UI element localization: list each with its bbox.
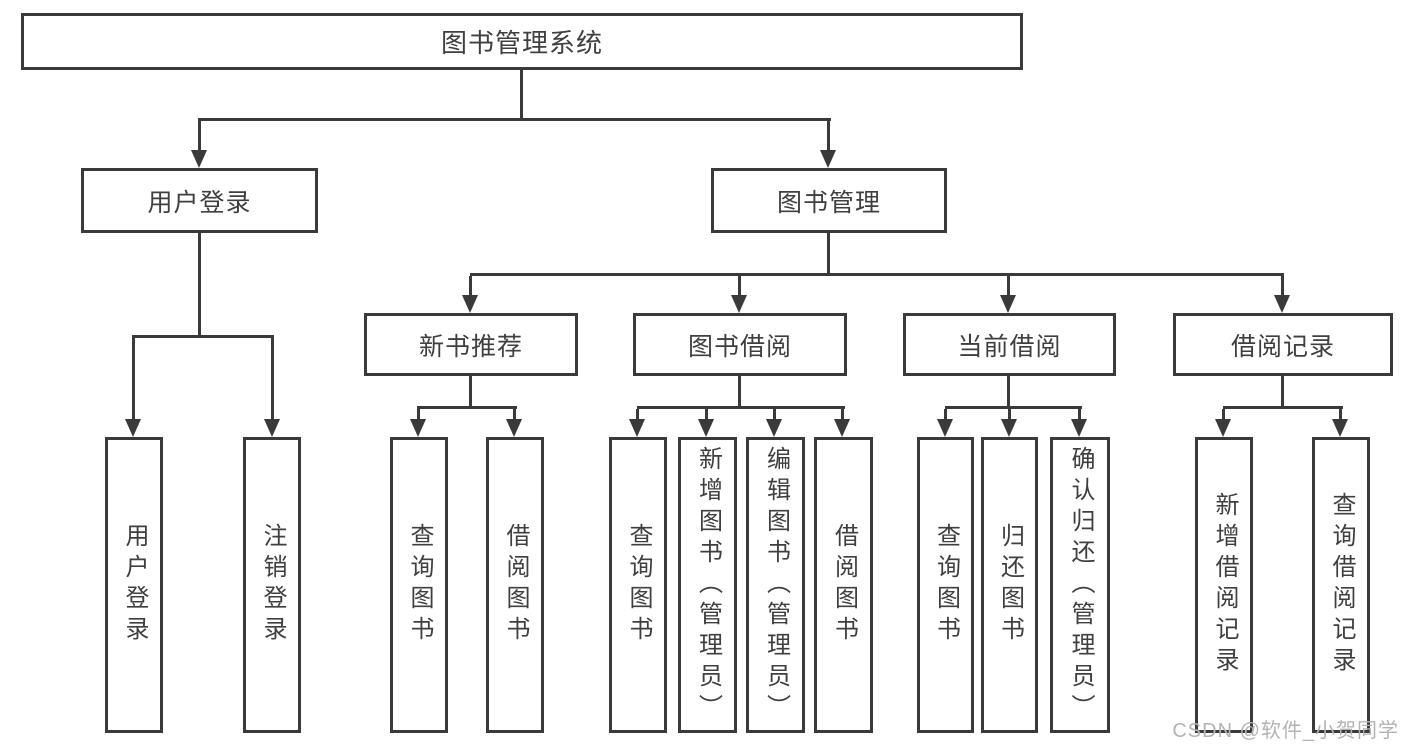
leaf-label: 注销登录 — [259, 523, 286, 647]
leaf-return-books: 归还图书 — [981, 437, 1038, 733]
leaf-label: 查询图书 — [932, 523, 960, 647]
arrowhead-down — [1274, 295, 1290, 313]
arrowhead-down — [1215, 419, 1231, 437]
leaf-label: 查询借阅记录 — [1328, 492, 1355, 678]
arrowhead-down — [1000, 295, 1016, 313]
connector-segment — [637, 406, 845, 409]
connector-segment — [738, 376, 741, 409]
connector-segment — [198, 233, 201, 338]
leaf-label: 新增借阅记录 — [1211, 492, 1238, 678]
connector-segment — [1339, 409, 1342, 421]
arrowhead-down — [820, 150, 836, 168]
node-new-book-recommend: 新书推荐 — [364, 313, 578, 376]
leaf-label: 新增图书（管理员） — [694, 445, 722, 725]
node-user-login-label: 用户登录 — [147, 188, 252, 217]
arrowhead-down — [937, 419, 953, 437]
leaf-user-login: 用户登录 — [105, 437, 163, 733]
arrowhead-down — [834, 419, 850, 437]
leaf-label: 编辑图书（管理员） — [762, 445, 790, 725]
connector-segment — [417, 406, 517, 409]
leaf-borrow-books-recommend: 借阅图书 — [486, 437, 544, 733]
connector-segment — [827, 121, 830, 154]
connector-segment — [1222, 409, 1225, 421]
connector-segment — [198, 118, 831, 121]
connector-segment — [132, 335, 274, 338]
leaf-query-books-current: 查询图书 — [917, 437, 974, 733]
arrowhead-down — [506, 419, 522, 437]
node-book-borrow: 图书借阅 — [633, 313, 847, 376]
connector-segment — [827, 233, 830, 276]
connector-segment — [1223, 406, 1343, 409]
node-book-borrow-label: 图书借阅 — [687, 332, 792, 361]
arrowhead-down — [410, 419, 426, 437]
leaf-borrow-books: 借阅图书 — [814, 437, 873, 733]
connector-segment — [945, 406, 1082, 409]
arrowhead-down — [191, 150, 207, 168]
node-user-login: 用户登录 — [81, 168, 318, 233]
leaf-label: 借阅图书 — [502, 523, 529, 647]
connector-segment — [469, 376, 472, 409]
leaf-query-books-recommend: 查询图书 — [390, 437, 448, 733]
connector-segment — [470, 273, 1284, 276]
node-root-label: 图书管理系统 — [440, 28, 603, 58]
node-borrow-record-label: 借阅记录 — [1230, 332, 1335, 361]
connector-segment — [944, 409, 947, 421]
connector-segment — [1078, 409, 1081, 421]
node-current-borrow: 当前借阅 — [903, 313, 1116, 376]
connector-segment — [198, 121, 201, 154]
arrowhead-down — [629, 419, 645, 437]
arrowhead-down — [125, 419, 141, 437]
arrowhead-down — [1001, 419, 1017, 437]
connector-segment — [469, 276, 472, 298]
connector-segment — [841, 409, 844, 421]
leaf-add-borrow-record: 新增借阅记录 — [1195, 437, 1253, 733]
connector-segment — [1007, 376, 1010, 409]
connector-segment — [738, 276, 741, 298]
leaf-edit-books-admin: 编辑图书（管理员） — [746, 437, 805, 733]
node-root-system: 图书管理系统 — [21, 13, 1023, 70]
csdn-watermark: CSDN @软件_小贺同学 — [1172, 720, 1399, 742]
connector-segment — [1281, 276, 1284, 298]
node-current-borrow-label: 当前借阅 — [957, 332, 1062, 361]
leaf-query-books-borrow: 查询图书 — [609, 437, 667, 733]
connector-segment — [417, 409, 420, 421]
connector-segment — [636, 409, 639, 421]
arrowhead-down — [1071, 419, 1087, 437]
leaf-label: 查询图书 — [406, 523, 433, 647]
connector-segment — [773, 409, 776, 421]
leaf-label: 用户登录 — [121, 523, 148, 647]
connector-segment — [271, 338, 274, 421]
node-book-management: 图书管理 — [711, 168, 947, 233]
arrowhead-down — [731, 295, 747, 313]
arrowhead-down — [766, 419, 782, 437]
connector-segment — [132, 338, 135, 421]
node-book-management-label: 图书管理 — [776, 188, 881, 217]
arrowhead-down — [698, 419, 714, 437]
leaf-add-books-admin: 新增图书（管理员） — [678, 437, 737, 733]
node-borrow-record: 借阅记录 — [1173, 313, 1393, 376]
leaf-label: 归还图书 — [996, 523, 1024, 647]
connector-segment — [1281, 376, 1284, 409]
connector-segment — [513, 409, 516, 421]
connector-segment — [520, 70, 523, 120]
leaf-query-borrow-record: 查询借阅记录 — [1312, 437, 1370, 733]
leaf-label: 借阅图书 — [830, 523, 858, 647]
leaf-label: 确认归还（管理员） — [1067, 445, 1094, 725]
node-new-book-recommend-label: 新书推荐 — [418, 332, 523, 361]
arrowhead-down — [264, 419, 280, 437]
arrowhead-down — [462, 295, 478, 313]
connector-segment — [1007, 276, 1010, 298]
arrowhead-down — [1332, 419, 1348, 437]
leaf-label: 查询图书 — [625, 523, 652, 647]
connector-segment — [705, 409, 708, 421]
leaf-confirm-return-admin: 确认归还（管理员） — [1050, 437, 1110, 733]
leaf-logout: 注销登录 — [243, 437, 301, 733]
connector-segment — [1008, 409, 1011, 421]
